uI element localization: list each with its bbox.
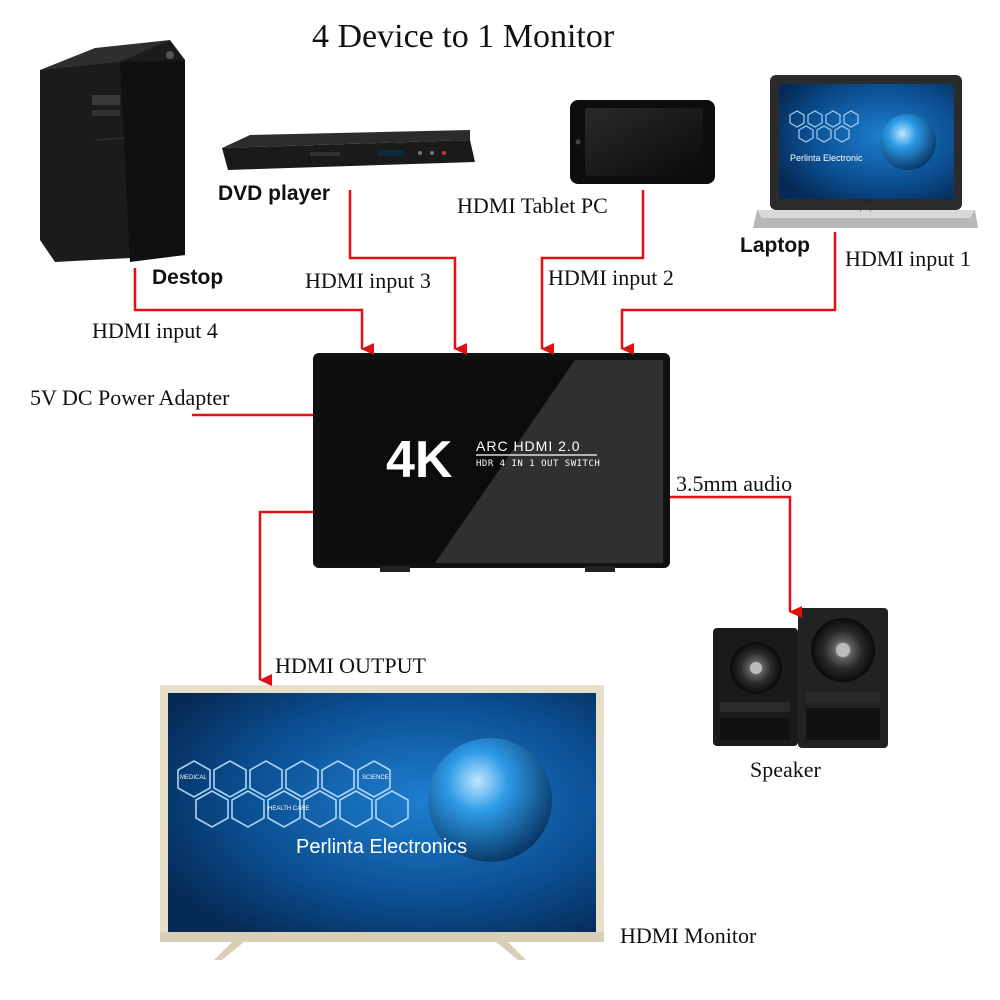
connection-arrows bbox=[133, 190, 837, 686]
label-dvd-player: DVD player bbox=[218, 182, 331, 205]
laptop-icon bbox=[753, 75, 978, 228]
arrow-input4 bbox=[133, 268, 374, 355]
label-power: 5V DC Power Adapter bbox=[30, 385, 230, 410]
switch-4k-label: 4K bbox=[386, 431, 453, 489]
switch-hdr-label: HDR 4 IN 1 OUT SWITCH bbox=[476, 459, 601, 469]
label-laptop: Laptop bbox=[740, 234, 810, 257]
arrow-audio bbox=[670, 495, 802, 618]
label-input2: HDMI input 2 bbox=[548, 265, 674, 290]
label-input3: HDMI input 3 bbox=[305, 268, 431, 293]
hdmi-monitor-icon bbox=[160, 685, 604, 960]
monitor-health-text: HEALTH CARE bbox=[268, 806, 310, 812]
desktop-tower-icon bbox=[40, 40, 185, 262]
switch-hdmi-label: ARC HDMI 2.0 bbox=[476, 438, 581, 454]
dvd-player-icon bbox=[222, 130, 475, 170]
arrow-input2 bbox=[540, 190, 645, 355]
hdmi-switch-box bbox=[313, 353, 670, 572]
monitor-science-text: SCIENCE bbox=[362, 775, 389, 781]
label-tablet: HDMI Tablet PC bbox=[457, 193, 608, 218]
speaker-icon bbox=[713, 608, 888, 748]
monitor-medical-text: MEDICAL bbox=[180, 775, 207, 781]
label-monitor: HDMI Monitor bbox=[620, 923, 757, 948]
label-input1: HDMI input 1 bbox=[845, 246, 971, 271]
arrow-output bbox=[258, 510, 313, 686]
monitor-screen-brand: Perlinta Electronics bbox=[296, 836, 468, 858]
page-title: 4 Device to 1 Monitor bbox=[312, 18, 615, 55]
label-input4: HDMI input 4 bbox=[92, 318, 218, 343]
arrow-input1 bbox=[620, 232, 837, 355]
label-speaker: Speaker bbox=[750, 757, 821, 782]
label-audio: 3.5mm audio bbox=[676, 471, 793, 496]
arrow-input3 bbox=[348, 190, 467, 355]
laptop-screen-brand: Perlinta Electronic bbox=[790, 153, 863, 163]
laptop-badge: Laptop bbox=[852, 205, 874, 212]
label-output: HDMI OUTPUT bbox=[275, 653, 426, 678]
label-desktop: Destop bbox=[152, 266, 224, 289]
tablet-icon bbox=[570, 100, 715, 184]
